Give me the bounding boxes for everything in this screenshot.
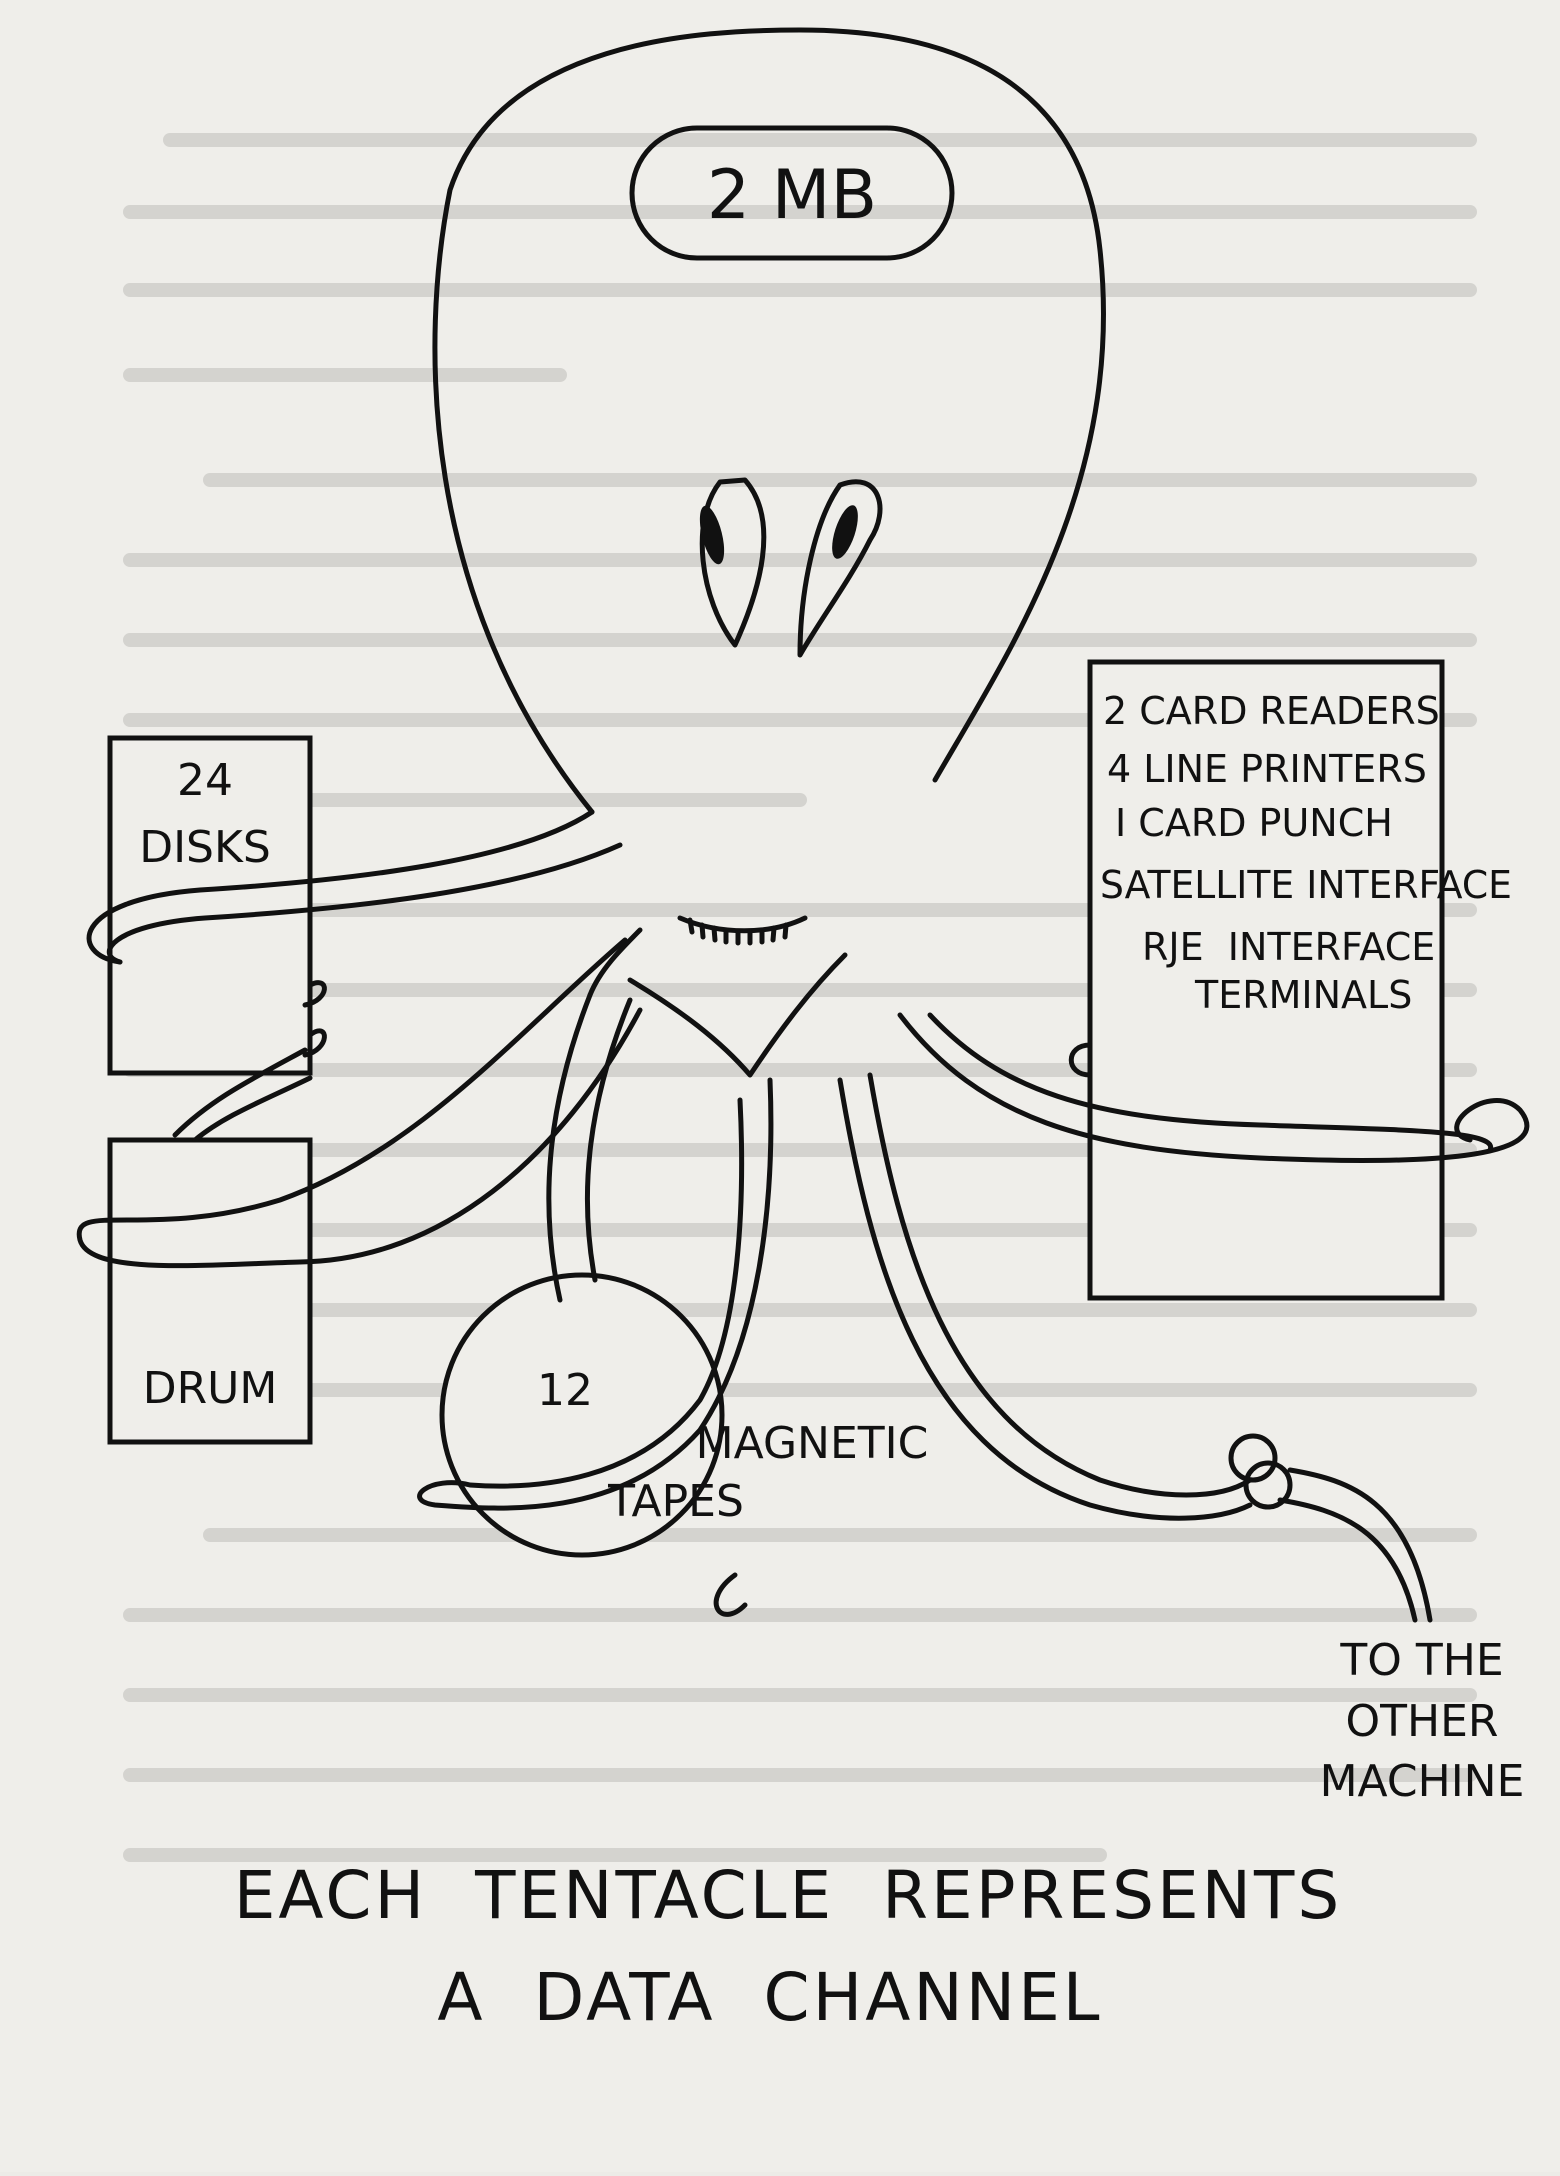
other-machine-line2: OTHER [1346,1696,1499,1747]
caption-line1: EACH TENTACLE REPRESENTS [234,1857,1343,1934]
octopus-eyes [699,477,883,658]
memory-oval [629,125,955,261]
other-machine-line1: TO THE [1339,1635,1503,1686]
other-machine-label: TO THE OTHER MACHINE [1320,1635,1525,1807]
tapes-label-line1: MAGNETIC [696,1418,929,1469]
peripherals-box [1087,659,1445,1301]
peripheral-satellite-interface: SATELLITE INTERFACE [1100,863,1512,907]
peripheral-card-readers: 2 CARD READERS [1103,689,1440,733]
disks-box [107,735,313,1076]
disks-count: 24 [177,755,233,806]
disks-label: DISKS [139,822,271,873]
peripheral-list: 2 CARD READERS 4 LINE PRINTERS I CARD PU… [1100,689,1512,1017]
other-machine-line3: MACHINE [1320,1756,1525,1807]
octopus-mouth [677,915,808,934]
peripheral-rje-interface: RJE INTERFACE [1142,925,1435,969]
tentacles [76,809,1530,1623]
memory-label: 2 MB [707,156,877,235]
peripheral-card-punch: I CARD PUNCH [1115,801,1393,845]
caption-line2: A DATA CHANNEL [437,1959,1102,2036]
peripheral-line-printers: 4 LINE PRINTERS [1107,747,1427,791]
drum-box [107,1137,313,1445]
octopus-body [587,927,848,1078]
octopus-head [432,27,1106,815]
peripheral-terminals: TERMINALS [1194,973,1412,1017]
tapes-count: 12 [537,1365,593,1416]
drum-label: DRUM [143,1363,278,1414]
